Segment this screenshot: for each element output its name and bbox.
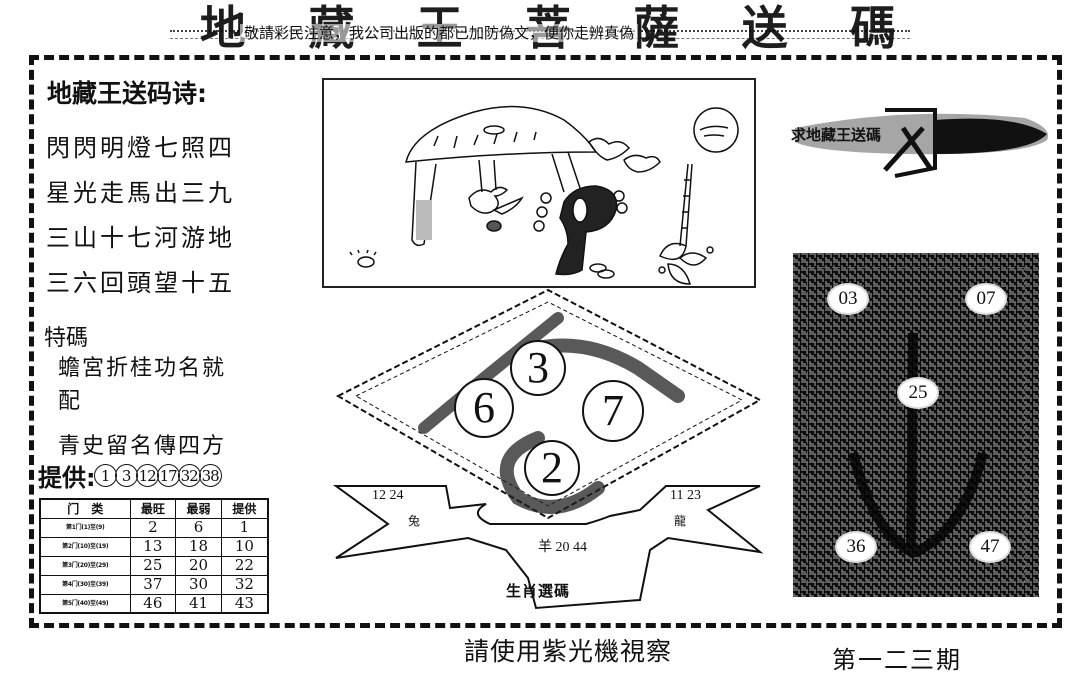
pattern-number-box: 03 07 25 36 47 (793, 253, 1039, 597)
title-char: 薩 (633, 1, 684, 55)
number-ball: 3 (510, 340, 566, 396)
zodiac-diamond: 3 6 7 2 12 24 兔 11 23 龍 羊 20 44 生肖選碼 (328, 288, 768, 618)
dashed-frame (29, 55, 1062, 628)
table-row: 第5门(40)至(49) 46 41 43 (39, 593, 269, 614)
banner-shape-icon (795, 108, 1049, 178)
column-header: 最弱 (175, 498, 222, 519)
provide-numbers: 提供: 1 3 12 17 32 38 (38, 458, 222, 493)
number-ball: 7 (582, 380, 644, 442)
circled-number: 17 (156, 464, 180, 487)
request-banner: 求地藏王送碼 (785, 98, 1055, 178)
mushroom-illustration-icon (349, 105, 739, 285)
circled-number: 3 (114, 464, 138, 487)
header-subtitle: 敬請彩民注意，我公司出版的都已加防偽文，便你走辨真偽 (240, 24, 639, 42)
ribbon-left-zodiac: 兔 (408, 514, 421, 528)
pattern-number: 07 (965, 283, 1007, 315)
cell-hot: 25 (129, 555, 177, 576)
pattern-number: 25 (897, 377, 939, 409)
issue-number: 第一二三期 (832, 646, 962, 674)
poem-title: 地藏王送码诗: (47, 79, 207, 108)
table-row: 第2门(10)至(19) 13 18 10 (39, 536, 269, 557)
special-title: 特碼 (44, 326, 89, 351)
column-header: 门 类 (39, 498, 131, 519)
pattern-border (807, 267, 1025, 583)
row-label: 第4门(30)至(39) (39, 574, 131, 595)
cell-hot: 2 (129, 517, 177, 538)
ribbon-right-numbers: 11 23 (670, 488, 701, 503)
poem-line: 三山十七河游地 (46, 224, 235, 252)
column-header: 提供 (220, 498, 269, 519)
title-char: 碼 (849, 1, 900, 55)
row-label: 第2门(10)至(19) (39, 536, 131, 557)
cell-hot: 13 (129, 536, 177, 557)
row-label: 第3门(20)至(29) (39, 555, 131, 576)
poem-line: 星光走馬出三九 (46, 179, 235, 207)
table-row: 第3门(20)至(29) 25 20 22 (39, 555, 269, 576)
pattern-number: 03 (827, 283, 869, 315)
number-ball: 2 (524, 440, 580, 496)
cell-provide: 10 (220, 536, 269, 557)
header: 地 藏 王 菩 薩 送 碼 敬請彩民注意，我公司出版的都已加防偽文，便你走辨真偽 (170, 4, 910, 52)
cell-provide: 1 (220, 517, 269, 538)
riddle-illustration (322, 78, 756, 288)
stats-table: 门 类 最旺 最弱 提供 第1门(1)至(9) 2 6 1 第2门(10)至(1… (39, 498, 269, 614)
provide-label: 提供: (38, 464, 96, 492)
poem-line: 閃閃明燈七照四 (46, 134, 235, 162)
special-line: 青史留名傳四方 (58, 434, 227, 459)
pattern-number: 36 (835, 531, 877, 563)
title-char: 送 (741, 1, 792, 55)
column-header: 最旺 (129, 498, 177, 519)
table-row: 第1门(1)至(9) 2 6 1 (39, 517, 269, 538)
circled-number: 12 (135, 464, 159, 487)
cell-cold: 30 (175, 574, 222, 595)
ribbon-left-numbers: 12 24 (372, 488, 404, 503)
footer-note: 請使用紫光機視察 (464, 637, 673, 666)
ribbon-center-numbers: 羊 20 44 (538, 540, 587, 555)
pattern-number: 47 (969, 531, 1011, 563)
table-header-row: 门 类 最旺 最弱 提供 (39, 498, 269, 519)
circled-number: 38 (198, 464, 222, 487)
row-label: 第5门(40)至(49) (39, 593, 131, 614)
cell-provide: 22 (220, 555, 269, 576)
banner-text: 求地藏王送碼 (791, 126, 882, 144)
cell-cold: 20 (175, 555, 222, 576)
special-line: 配 (58, 389, 83, 414)
title-char: 地 (200, 1, 250, 55)
cell-cold: 41 (175, 593, 222, 614)
cell-cold: 6 (175, 517, 222, 538)
special-line: 蟾宮折桂功名就 (58, 356, 227, 381)
ribbon-right-zodiac: 龍 (674, 514, 687, 528)
number-ball: 6 (454, 378, 514, 438)
cell-provide: 32 (220, 574, 269, 595)
special-verse: 蟾宮折桂功名就 配 青史留名傳四方 (58, 352, 226, 463)
cell-hot: 46 (129, 593, 177, 614)
table-row: 第4门(30)至(39) 37 30 32 (39, 574, 269, 595)
circled-number: 32 (177, 464, 201, 487)
poem: 閃閃明燈七照四 星光走馬出三九 三山十七河游地 三六回頭望十五 (46, 126, 235, 306)
poem-line: 三六回頭望十五 (46, 269, 235, 297)
ribbon-caption: 生肖選碼 (506, 582, 571, 600)
cell-hot: 37 (129, 574, 177, 595)
circled-number: 1 (93, 464, 117, 487)
row-label: 第1门(1)至(9) (39, 517, 131, 538)
cell-cold: 18 (175, 536, 222, 557)
cell-provide: 43 (220, 593, 269, 614)
